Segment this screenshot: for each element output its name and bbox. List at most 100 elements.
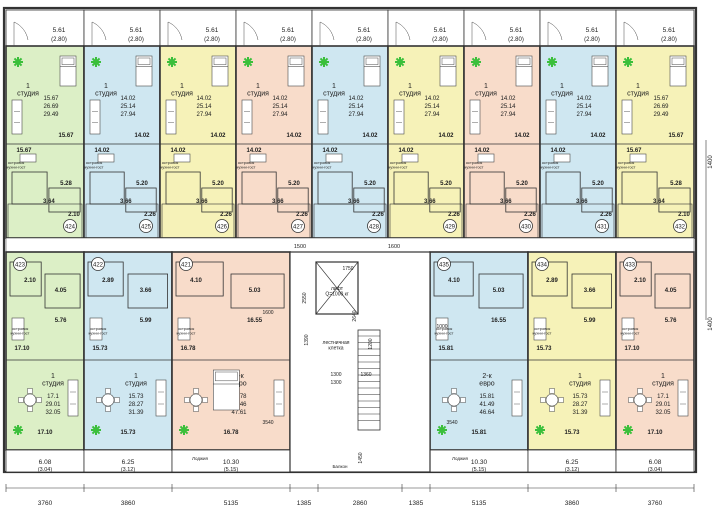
wc-area: 2.89 (546, 278, 558, 284)
hall-area: 5.20 (440, 181, 452, 187)
area-living: 17.1 (657, 394, 669, 400)
kitchen-area: 14.02 (590, 133, 606, 139)
area-living: 14.02 (576, 96, 592, 102)
balcony-area: 5.61 (53, 27, 66, 34)
stair-run (357, 329, 381, 431)
wc-room (125, 187, 157, 213)
bath-area: 3.66 (348, 199, 360, 205)
kitchen-island (477, 153, 495, 163)
dim-stair-6: 2640 (352, 310, 358, 321)
hall-area: 5.20 (212, 181, 224, 187)
bed-pillow (517, 57, 531, 65)
island-kitchen-area: 14.02 (94, 148, 110, 154)
kitchen-area: 14.02 (514, 133, 530, 139)
plant (91, 57, 101, 67)
unit-number: 432 (675, 224, 686, 230)
balcony-area: 5.61 (663, 27, 676, 34)
area-with-balcony: 29.49 (43, 112, 59, 118)
top-balcony (463, 9, 541, 47)
wc-area: 4.10 (448, 278, 460, 284)
top-unit-426 (159, 9, 237, 239)
bath-area: 5.03 (493, 288, 505, 294)
sofa (393, 99, 405, 135)
bed (439, 55, 457, 87)
area-total: 28.27 (572, 402, 588, 408)
sofa (511, 379, 523, 417)
wc-room (531, 261, 568, 297)
bed (59, 55, 77, 87)
unit-number-circle (673, 219, 687, 233)
area-living: 15.67 (653, 96, 669, 102)
kitchen-area: 15.73 (536, 346, 552, 352)
balcony-area-sub: (2.80) (432, 37, 448, 43)
sofa-body (155, 379, 167, 417)
area-with-balcony: 32.05 (655, 410, 671, 416)
sofa (89, 99, 101, 135)
island-kitchen-area: 14.02 (474, 148, 490, 154)
dimension-value: 3860 (565, 500, 580, 507)
sofa (469, 99, 481, 135)
area-total: 29.01 (655, 402, 671, 408)
dim-stair-4: 1300 (330, 372, 341, 378)
kitchen-island (11, 317, 25, 341)
dim-room-4: 1300 (330, 380, 341, 386)
loggia-label: Лоджия (452, 456, 469, 461)
top-balcony (83, 9, 161, 47)
dimension-value: 1385 (297, 500, 312, 507)
area-with-balcony: 47.61 (231, 410, 247, 416)
dining-set (184, 388, 208, 412)
bath-area: 3.66 (424, 199, 436, 205)
wc-area: 4.10 (190, 278, 202, 284)
dim-stair-3: 1390 (304, 334, 310, 345)
wc-area: 2.89 (102, 278, 114, 284)
kitchen-island (173, 153, 191, 163)
area-total: 26.69 (653, 104, 669, 110)
kitchen-area: 15.67 (58, 133, 74, 139)
balcony-area: 6.25 (122, 459, 135, 466)
bath-area: 4.05 (665, 288, 677, 294)
area-total: 29.01 (45, 402, 61, 408)
kitchen-island (435, 317, 449, 341)
wc-room (433, 261, 474, 297)
bath-room (478, 273, 524, 309)
wc-area: 2.10 (68, 212, 80, 218)
hall-area: 5.99 (584, 318, 596, 324)
dim-stair-7: 1200 (368, 338, 374, 349)
wc-area: 2.26 (372, 212, 384, 218)
unit-number: 433 (625, 262, 636, 268)
plant (91, 425, 101, 435)
bed-pillow (213, 57, 227, 65)
kitchen-island (553, 153, 571, 163)
kitchen-area-lower: 15.81 (471, 430, 487, 436)
dimension-value: 1385 (409, 500, 424, 507)
bed (669, 55, 687, 87)
sofa-body (165, 99, 177, 135)
sofa (273, 379, 285, 417)
sofa-body (67, 379, 79, 417)
bed (135, 55, 153, 87)
bottom-unit-435 (429, 251, 529, 473)
stair-lift-core (289, 251, 431, 473)
dining-set (442, 388, 466, 412)
area-total: 25.14 (348, 104, 364, 110)
dimension-value: 2860 (353, 500, 368, 507)
lift-cross (315, 261, 359, 315)
area-living: 14.02 (500, 96, 516, 102)
dining-set (628, 388, 652, 412)
balcony-area: 10.30 (223, 459, 240, 466)
balcony-area: 10.30 (471, 459, 488, 466)
balcony-area-sub: (2.80) (584, 37, 600, 43)
hall-area: 5.99 (140, 318, 152, 324)
bath-area: 3.66 (120, 199, 132, 205)
area-living: 14.02 (272, 96, 288, 102)
plant (13, 425, 23, 435)
dining-set (540, 388, 564, 412)
